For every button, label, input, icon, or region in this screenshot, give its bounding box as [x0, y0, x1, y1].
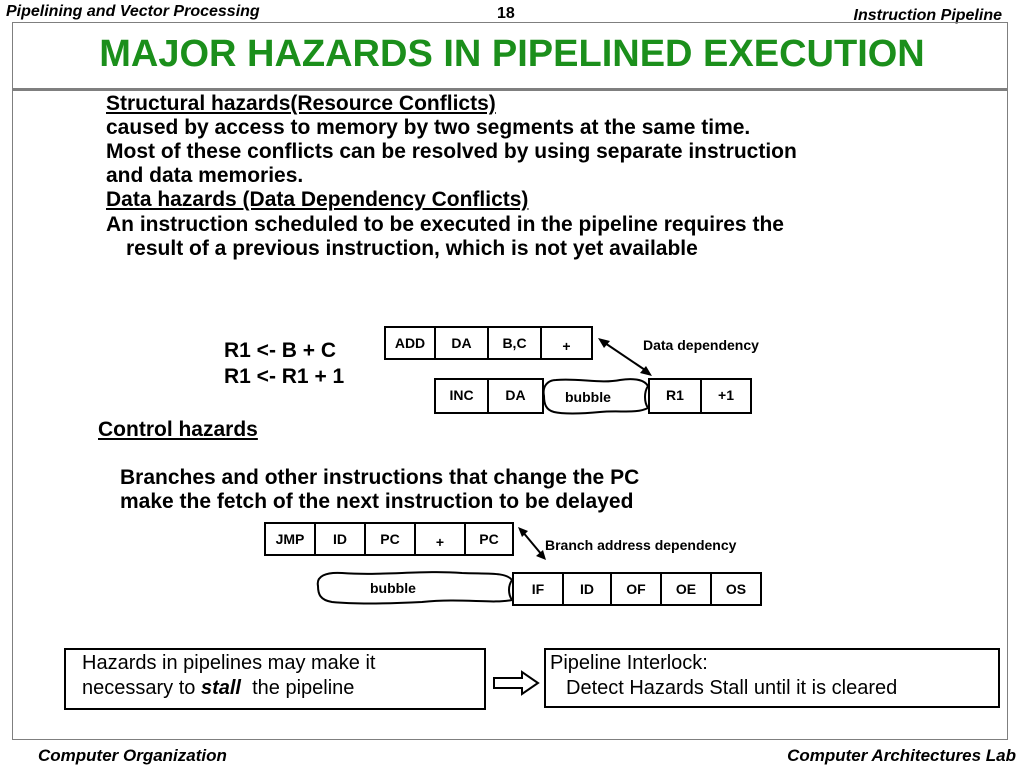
data-hazards-line-1: An instruction scheduled to be executed … — [106, 213, 784, 236]
stage-plus-one: +1 — [700, 378, 752, 414]
stage-pc: PC — [364, 522, 416, 556]
equation-1: R1 <- B + C — [224, 339, 337, 362]
stage-add: ADD — [384, 326, 436, 360]
branch-dependency-label: Branch address dependency — [545, 537, 737, 553]
footer-left: Computer Organization — [38, 746, 227, 765]
control-line-2: make the fetch of the next instruction t… — [120, 490, 634, 513]
equation-2: R1 <- R1 + 1 — [224, 365, 345, 388]
stage-da: DA — [434, 326, 489, 360]
interlock-title: Pipeline Interlock: — [550, 652, 708, 674]
footer-right: Computer Architectures Lab — [787, 746, 1016, 765]
data-hazards-heading: Data hazards (Data Dependency Conflicts) — [106, 188, 529, 211]
stall-note-box: Hazards in pipelines may make it necessa… — [64, 648, 486, 710]
structural-heading: Structural hazards(Resource Conflicts) — [106, 92, 496, 115]
bubble-label: bubble — [370, 580, 416, 596]
header-course-title: Pipelining and Vector Processing — [6, 3, 260, 20]
stall-emphasis: stall — [200, 677, 241, 699]
slide-title: MAJOR HAZARDS IN PIPELINED EXECUTION — [99, 33, 925, 75]
stage-if: IF — [512, 572, 564, 606]
slide-number: 18 — [497, 5, 515, 22]
branch-dependency-arrow — [518, 527, 546, 560]
stage-inc: INC — [434, 378, 489, 414]
data-dependency-arrow — [598, 338, 652, 376]
stall-note-suffix: the pipeline — [240, 677, 355, 699]
structural-line-2: Most of these conflicts can be resolved … — [106, 140, 797, 163]
stage-oe: OE — [660, 572, 712, 606]
interlock-description: Detect Hazards Stall until it is cleared — [566, 677, 898, 699]
header-section-title: Instruction Pipeline — [853, 7, 1002, 24]
control-hazards-heading: Control hazards — [98, 418, 258, 441]
stage-id: ID — [562, 572, 612, 606]
stage-da: DA — [487, 378, 544, 414]
data-hazards-line-2: result of a previous instruction, which … — [126, 237, 698, 260]
pipeline-interlock-box: Pipeline Interlock: Detect Hazards Stall… — [544, 648, 1000, 708]
stage-os: OS — [710, 572, 762, 606]
stall-note-line-1: Hazards in pipelines may make it — [82, 652, 376, 674]
structural-line-1: caused by access to memory by two segmen… — [106, 116, 751, 139]
bubble-shape — [316, 571, 514, 605]
implies-arrow — [493, 670, 540, 696]
stage-r1: R1 — [648, 378, 702, 414]
stage-plus: + — [414, 522, 466, 556]
stall-note-line-2: necessary to stall the pipeline — [82, 676, 484, 701]
title-divider — [12, 88, 1008, 91]
stall-note-prefix: necessary to — [82, 677, 201, 699]
slide-frame — [12, 22, 1008, 740]
control-line-1: Branches and other instructions that cha… — [120, 466, 640, 489]
stage-id: ID — [314, 522, 366, 556]
bubble-label: bubble — [565, 389, 611, 405]
stage-of: OF — [610, 572, 662, 606]
stage-bc: B,C — [487, 326, 542, 360]
stage-jmp: JMP — [264, 522, 316, 556]
data-dependency-label: Data dependency — [643, 337, 759, 353]
structural-line-3: and data memories. — [106, 164, 304, 187]
stage-pc-2: PC — [464, 522, 514, 556]
bubble-shape — [542, 378, 650, 415]
stage-plus: + — [540, 326, 593, 360]
